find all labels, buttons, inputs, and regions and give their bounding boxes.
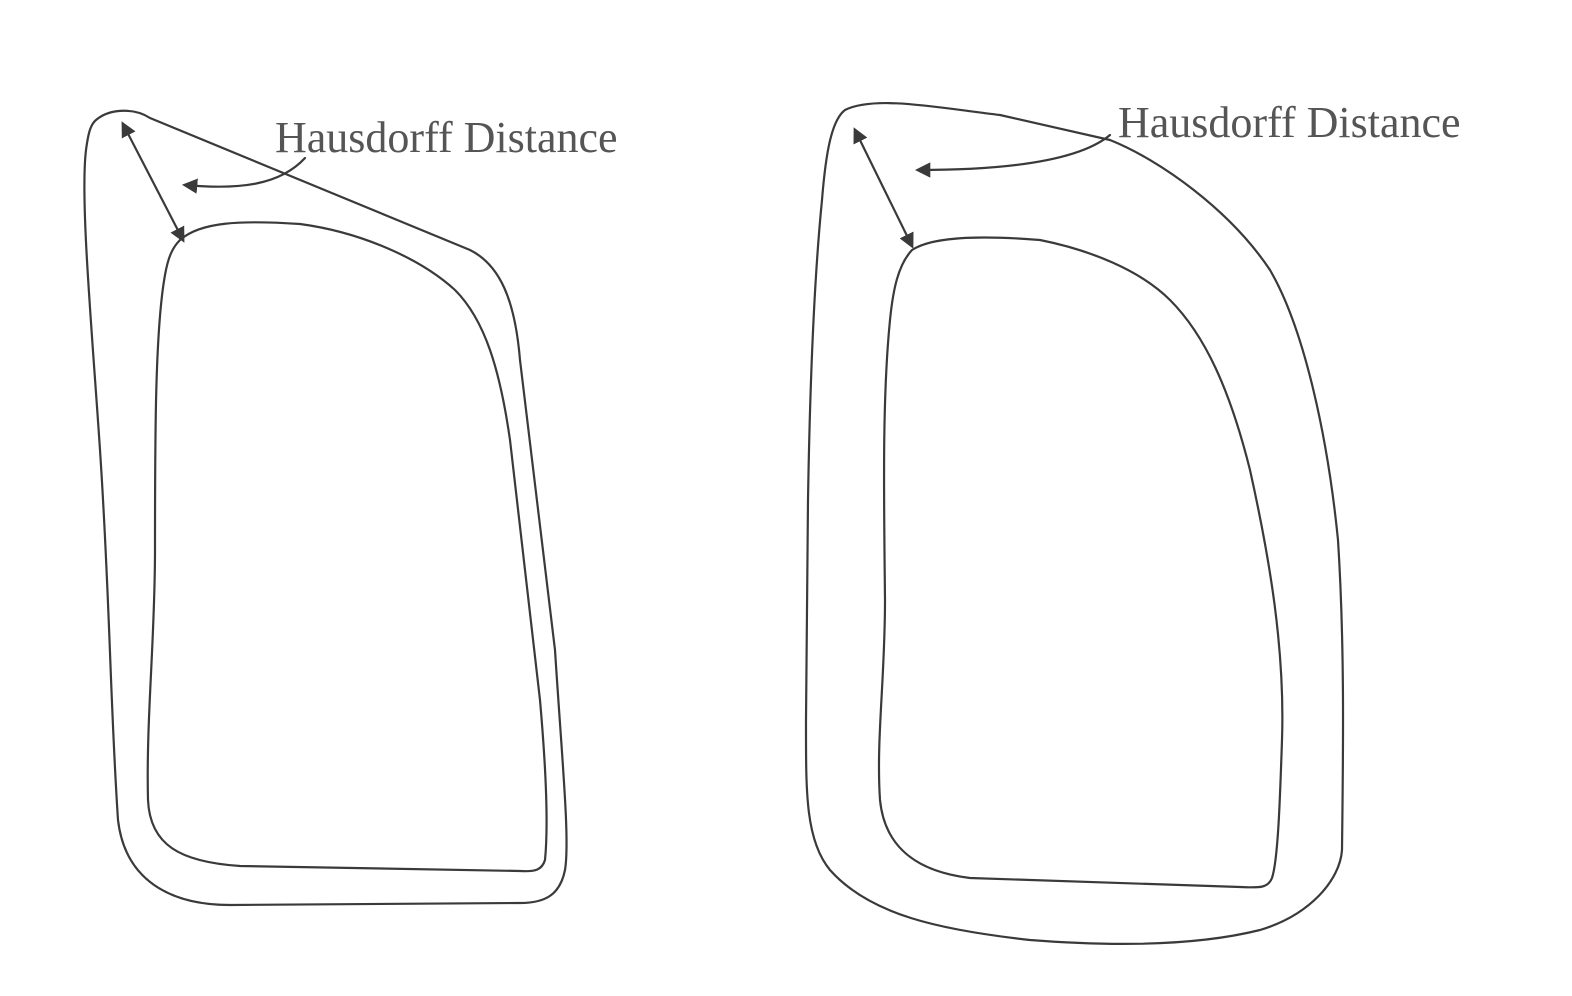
right-leader-curve bbox=[914, 133, 1112, 178]
right-outer-contour bbox=[804, 102, 1345, 945]
left-inner-contour bbox=[146, 221, 548, 873]
left-leader-curve bbox=[181, 156, 307, 194]
left-hausdorff-arrow bbox=[121, 121, 185, 243]
right-hausdorff-arrow bbox=[853, 127, 914, 249]
left-panel: Hausdorff Distance bbox=[83, 109, 618, 907]
right-panel: Hausdorff Distance bbox=[804, 98, 1461, 945]
left-hausdorff-label: Hausdorff Distance bbox=[275, 113, 618, 162]
right-inner-contour bbox=[877, 236, 1284, 889]
left-outer-contour bbox=[83, 109, 568, 907]
right-hausdorff-label: Hausdorff Distance bbox=[1118, 98, 1461, 147]
